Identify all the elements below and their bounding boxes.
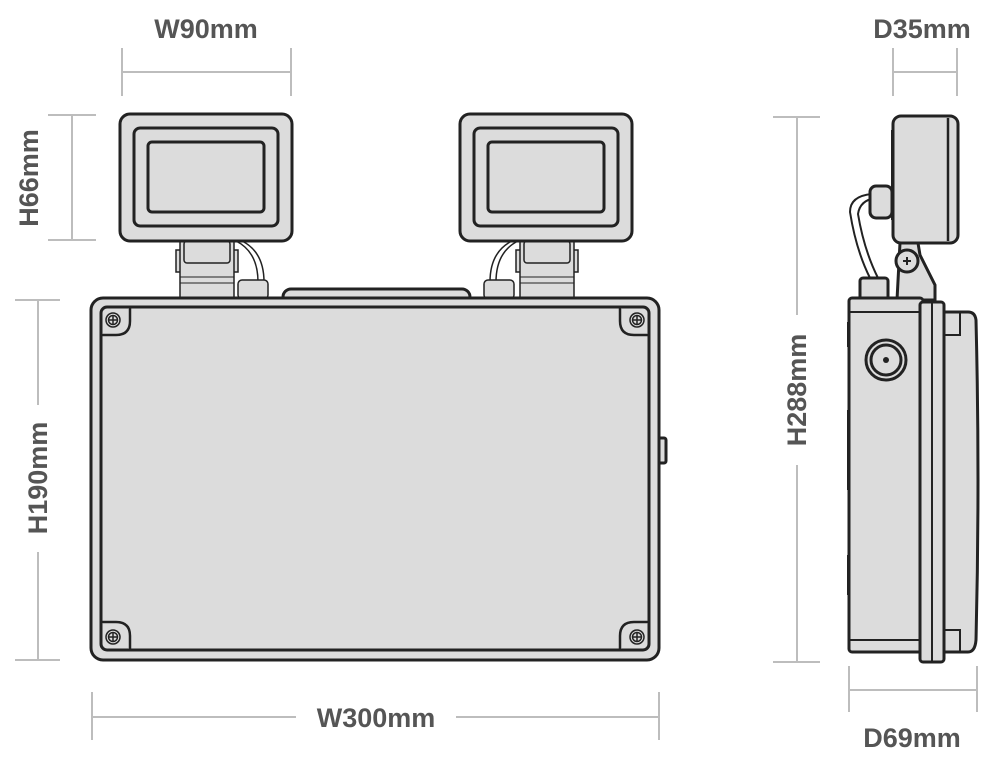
- label-body-depth: D69mm: [863, 723, 961, 753]
- side-front-cover: [942, 310, 980, 654]
- front-view: [89, 112, 668, 662]
- label-body-width: W300mm: [317, 703, 436, 733]
- dim-body-depth: D69mm: [848, 666, 978, 753]
- dim-total-height: H288mm: [773, 116, 820, 663]
- label-head-height: H66mm: [14, 129, 44, 227]
- dim-body-width: W300mm: [91, 692, 660, 740]
- dim-body-height: H190mm: [15, 299, 60, 661]
- label-total-height: H288mm: [782, 334, 812, 447]
- screw-icon: [629, 312, 645, 328]
- corner-screws: [101, 307, 649, 650]
- screw-icon: [105, 629, 121, 645]
- dim-head-height: H66mm: [14, 114, 96, 241]
- label-body-height: H190mm: [23, 422, 53, 535]
- label-head-width: W90mm: [154, 14, 258, 44]
- right-bracket: [483, 240, 579, 300]
- dim-head-width: W90mm: [121, 14, 292, 96]
- side-cable-gland-top: [868, 184, 894, 220]
- left-bracket: [175, 240, 269, 300]
- screw-icon: [629, 629, 645, 645]
- left-lamp-head: [118, 112, 294, 243]
- screw-icon: [105, 312, 121, 328]
- right-lamp-head: [458, 112, 634, 243]
- label-head-depth: D35mm: [873, 14, 971, 44]
- dim-head-depth: D35mm: [873, 14, 971, 96]
- main-cover: [99, 305, 651, 652]
- side-view: [847, 114, 980, 664]
